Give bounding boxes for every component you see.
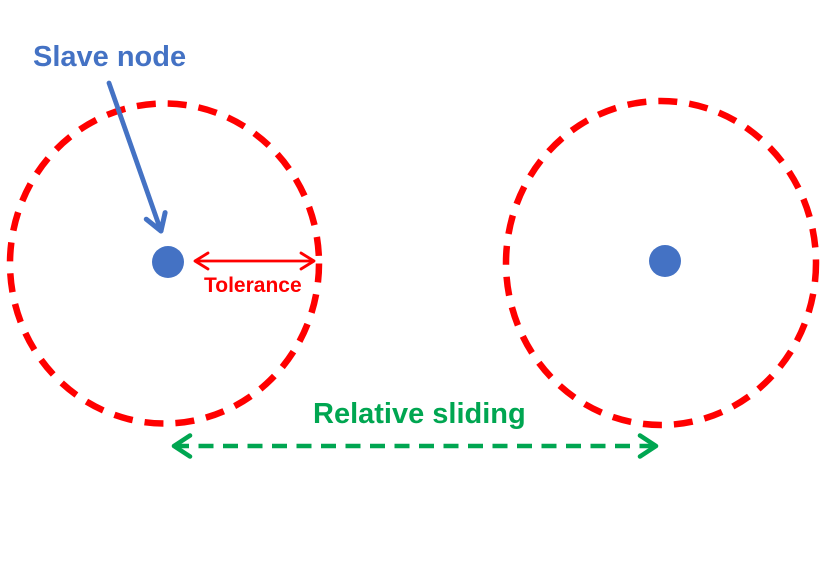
relative-sliding-label: Relative sliding: [313, 398, 526, 430]
tolerance-circle-right: [502, 97, 820, 429]
slave-node-pointer-arrow: [106, 80, 168, 234]
slave-node-dot-left: [152, 246, 184, 278]
tolerance-circle-left: [6, 100, 323, 427]
slave-node-dot-right: [649, 245, 681, 277]
tolerance-label: Tolerance: [204, 274, 302, 297]
slave-node-label: Slave node: [33, 41, 187, 73]
